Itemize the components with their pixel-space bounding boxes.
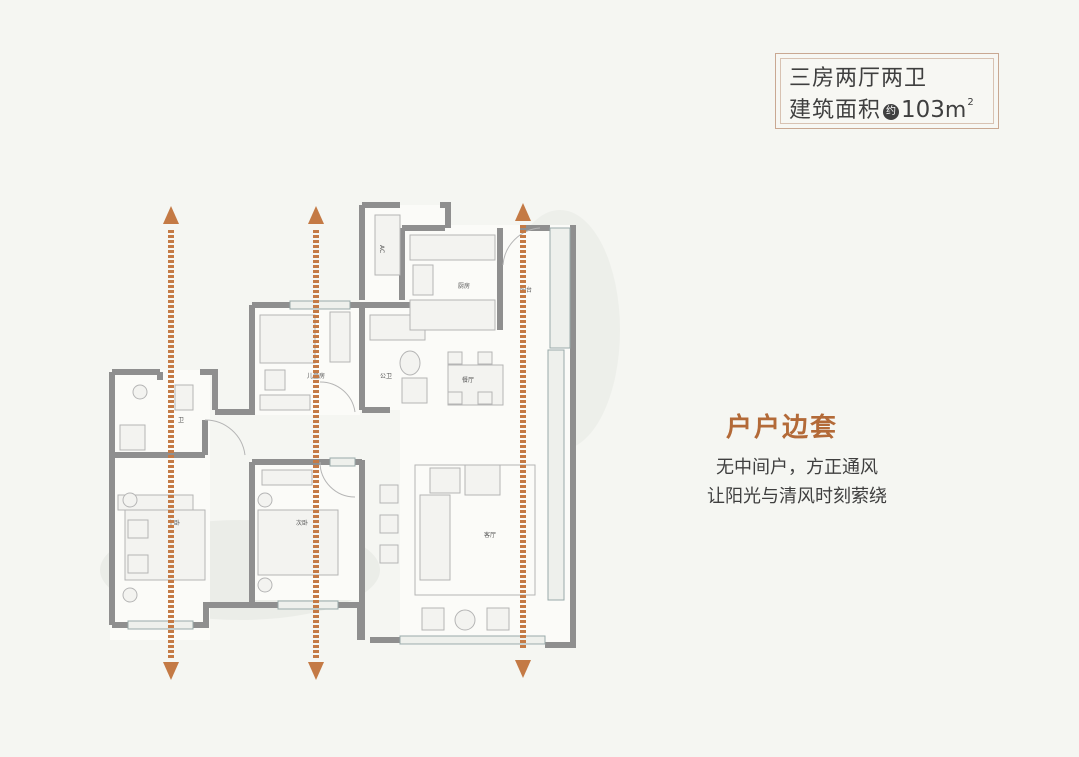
arrow-left <box>163 206 179 680</box>
label-public-bath: 公卫 <box>380 373 392 380</box>
area-value: 103 <box>901 97 945 123</box>
arrow-middle <box>308 206 324 680</box>
label-master: 主卧 <box>168 519 180 527</box>
label-living: 客厅 <box>484 531 496 539</box>
label-balcony: 阳台 <box>520 286 532 294</box>
walls <box>109 202 576 648</box>
area-label: 建筑面积 <box>789 98 882 123</box>
furniture <box>117 214 541 631</box>
label-ac: AC <box>378 245 385 253</box>
approx-badge: 约 <box>883 104 900 120</box>
feature-description: 无中间户，方正通风 让阳光与清风时刻萦绕 <box>692 453 902 511</box>
area-unit: m <box>944 98 968 123</box>
windows <box>127 227 571 645</box>
label-second: 次卧 <box>296 519 308 527</box>
feature-line-1: 无中间户，方正通风 <box>716 457 878 478</box>
label-bath: 卫 <box>178 417 184 424</box>
label-dining: 餐厅 <box>462 376 474 384</box>
area-unit-sup: 2 <box>967 97 975 108</box>
label-kitchen: 厨房 <box>458 282 470 290</box>
layout-type: 三房两厅两卫 <box>789 66 928 91</box>
feature-line-2: 让阳光与清风时刻萦绕 <box>707 486 887 507</box>
feature-title: 户户边套 <box>726 413 839 443</box>
arrow-right <box>515 203 531 678</box>
ventilation-arrows <box>163 203 531 680</box>
